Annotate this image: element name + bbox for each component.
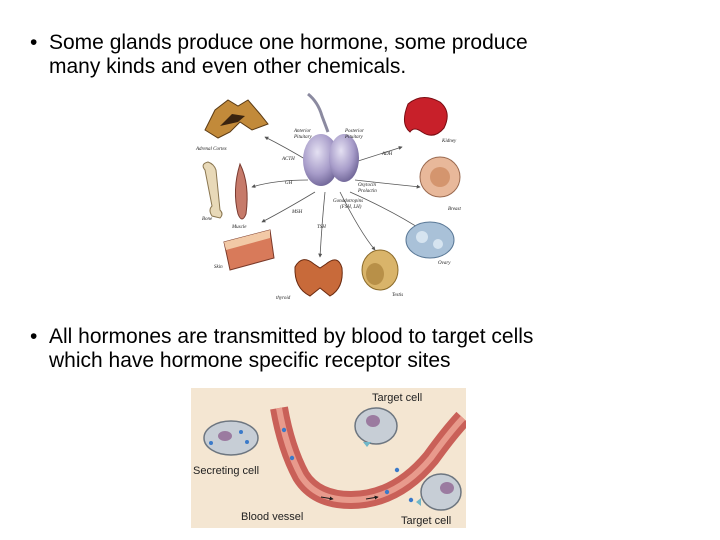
label-posterior-pituitary: Pituitary	[344, 135, 364, 140]
bone-illustration	[202, 161, 223, 219]
label-anterior: Anterior	[293, 129, 311, 134]
label-posterior: Posterior	[344, 129, 364, 134]
bullet-text: Some glands produce one hormone, some pr…	[49, 31, 528, 79]
label-gh: GH	[285, 181, 293, 186]
kidney-illustration	[404, 97, 448, 136]
breast-detail	[430, 167, 450, 187]
bullet-glands: • Some glands produce one hormone, some …	[30, 31, 670, 81]
target-cell-bottom-nucleus	[440, 482, 454, 494]
bullet-marker: •	[30, 31, 38, 54]
hormone-transport-figure: Target cell Secreting cell Blood vessel …	[191, 388, 470, 528]
muscle-illustration	[234, 162, 248, 220]
target-cell-bottom	[420, 473, 462, 511]
bullet-marker: •	[30, 325, 38, 348]
thyroid-illustration	[294, 259, 343, 297]
label-testis: Testis	[392, 293, 403, 298]
target-cell-top-nucleus	[366, 415, 380, 427]
ovary-illustration	[405, 221, 455, 259]
hormone-molecule	[289, 455, 295, 461]
label-msh: MSH	[291, 210, 303, 215]
ovary-follicle	[433, 239, 443, 249]
hormone-transport-diagram: Target cell Secreting cell Blood vessel …	[191, 388, 470, 528]
label-skin: Skin	[214, 265, 223, 270]
ovary-follicle	[416, 231, 428, 243]
hormone-molecule	[394, 467, 400, 473]
pituitary-hormones-figure: Adrenal Cortex Anterior Pituitary Poster…	[190, 92, 470, 304]
hormone-arrows	[251, 136, 426, 258]
label-muscle: Muscle	[231, 225, 247, 230]
pituitary-diagram: Adrenal Cortex Anterior Pituitary Poster…	[195, 92, 461, 301]
label-fsh-lh: (FSH, LH)	[340, 205, 362, 210]
receptor-site	[363, 442, 371, 447]
skin-top-layer	[224, 230, 270, 250]
hormone-molecule	[384, 489, 390, 495]
posterior-pituitary-lobe	[329, 134, 359, 182]
bullet-hormones-transport: • All hormones are transmitted by blood …	[30, 325, 690, 375]
label-oxytocin: Oxytocin	[358, 183, 377, 188]
label-target-cell-bottom: Target cell	[401, 515, 451, 527]
label-acth: ACTH	[281, 157, 295, 162]
hormone-molecule	[245, 440, 249, 444]
label-bone: Bone	[202, 217, 213, 222]
testis-detail	[366, 263, 384, 285]
bullet-line: Some glands produce one hormone, some pr…	[49, 31, 528, 54]
label-blood-vessel: Blood vessel	[241, 511, 303, 523]
anterior-pituitary-lobe	[303, 134, 339, 186]
bullet-line: many kinds and even other chemicals.	[49, 55, 407, 78]
label-adrenal-cortex: Adrenal Cortex	[195, 147, 228, 152]
label-thyroid: thyroid	[276, 296, 291, 301]
hormone-molecule	[239, 430, 243, 434]
hormone-molecule	[281, 427, 287, 433]
label-prolactin: Prolactin	[357, 189, 377, 194]
label-breast: Breast	[448, 207, 461, 212]
bullet-line: which have hormone specific receptor sit…	[49, 349, 451, 372]
adrenal-shadow	[220, 114, 245, 126]
label-anterior-pituitary: Pituitary	[293, 135, 313, 140]
label-target-cell-top: Target cell	[372, 392, 422, 404]
receptor-site	[416, 498, 421, 506]
label-ovary: Ovary	[438, 261, 451, 266]
label-secreting-cell: Secreting cell	[193, 465, 259, 477]
secreting-cell-nucleus	[218, 431, 232, 441]
label-kidney: Kidney	[441, 139, 457, 144]
label-adh: ADH	[381, 152, 393, 157]
hormone-molecule	[408, 497, 414, 503]
pituitary-stalk	[307, 92, 330, 133]
label-gonadotropins: Gonadotropins	[333, 199, 363, 204]
label-tsh: TSH	[317, 225, 326, 230]
bullet-line: All hormones are transmitted by blood to…	[49, 325, 534, 348]
hormone-molecule	[209, 441, 213, 445]
bullet-text: All hormones are transmitted by blood to…	[49, 325, 533, 373]
